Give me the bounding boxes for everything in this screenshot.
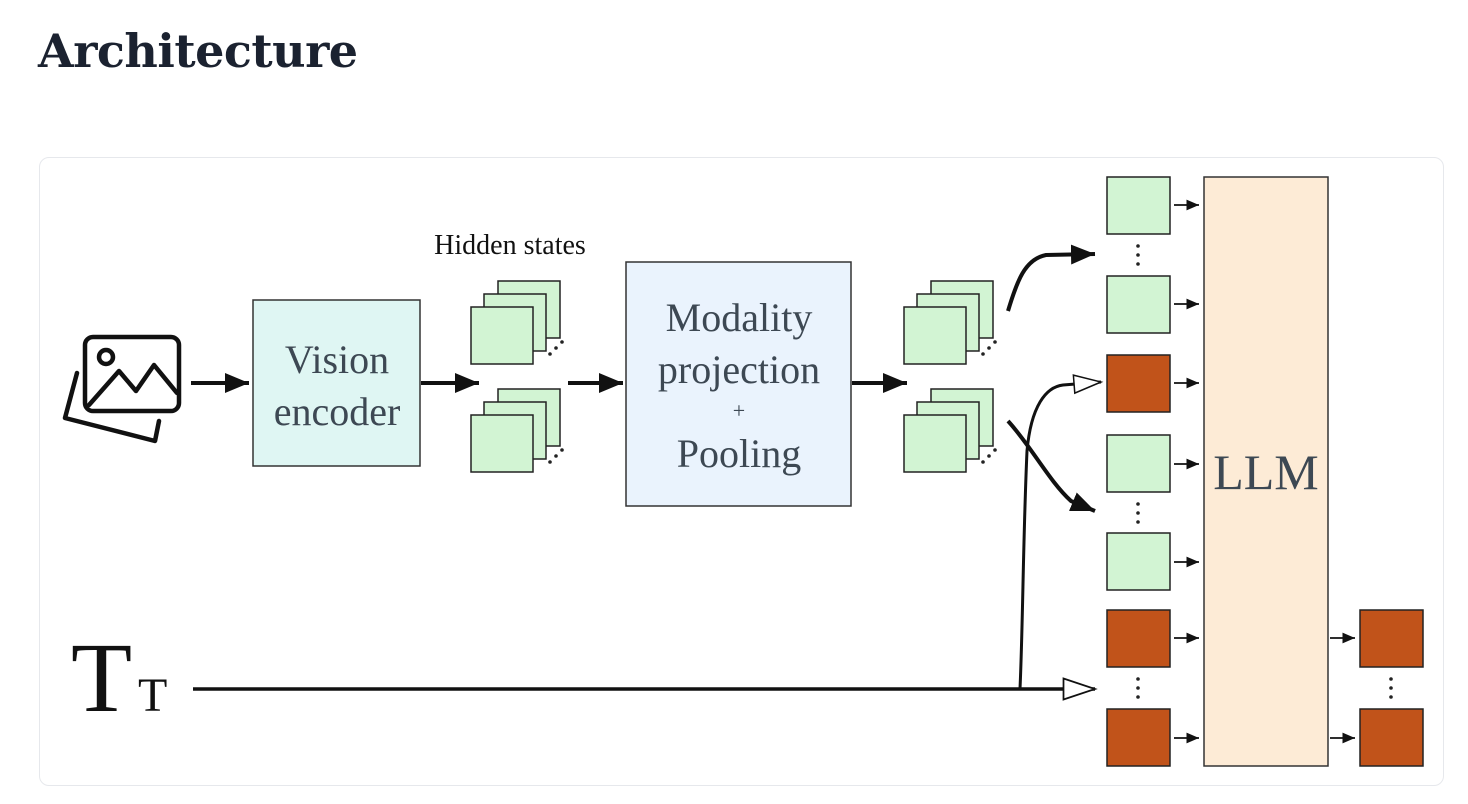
- architecture-diagram-card: Vision encoder Hidden states Modality pr…: [39, 157, 1444, 786]
- architecture-diagram: Vision encoder Hidden states Modality pr…: [62, 176, 1424, 767]
- visual-token: [1106, 532, 1171, 591]
- token-ellipsis-dots: [1136, 244, 1393, 699]
- hidden-states-stack-top: [470, 280, 564, 365]
- token-column: [1106, 176, 1171, 767]
- llm-box: LLM: [1203, 176, 1329, 767]
- pooled-states-stack-bottom: [903, 388, 997, 473]
- projection-label-line1: Modality: [666, 295, 813, 340]
- text-input-branch-arrow: [1018, 374, 1104, 690]
- output-tokens: [1359, 609, 1424, 767]
- visual-token: [1106, 434, 1171, 493]
- vision-encoder-label-line2: encoder: [274, 389, 401, 434]
- text-token: [1106, 708, 1171, 767]
- vision-encoder-box: Vision encoder: [252, 299, 421, 467]
- text-icon-small-t: T: [138, 669, 167, 722]
- visual-token: [1106, 275, 1171, 334]
- arrow-pooled-top-to-tokens: [1006, 244, 1096, 312]
- text-icon-big-t: T: [71, 622, 132, 733]
- page-title: Architecture: [38, 24, 358, 78]
- output-text-token: [1359, 609, 1424, 668]
- text-token: [1106, 354, 1171, 413]
- output-text-token: [1359, 708, 1424, 767]
- modality-projection-box: Modality projection + Pooling: [625, 261, 852, 507]
- hidden-states-label: Hidden states: [434, 230, 586, 261]
- arrow-pooled-bottom-to-tokens: [1006, 419, 1096, 513]
- vision-encoder-label-line1: Vision: [285, 337, 389, 382]
- projection-label-line3: Pooling: [677, 431, 801, 476]
- visual-token: [1106, 176, 1171, 235]
- llm-label: LLM: [1213, 444, 1319, 500]
- hidden-states-stack-bottom: [470, 388, 564, 473]
- token-to-llm-arrows: [1174, 199, 1199, 744]
- llm-to-output-arrows: [1330, 632, 1355, 744]
- text-token: [1106, 609, 1171, 668]
- projection-label-plus: +: [733, 398, 745, 423]
- pooled-states-stack-top: [903, 280, 997, 365]
- projection-label-line2: projection: [658, 347, 820, 392]
- image-stack-icon: [62, 334, 182, 444]
